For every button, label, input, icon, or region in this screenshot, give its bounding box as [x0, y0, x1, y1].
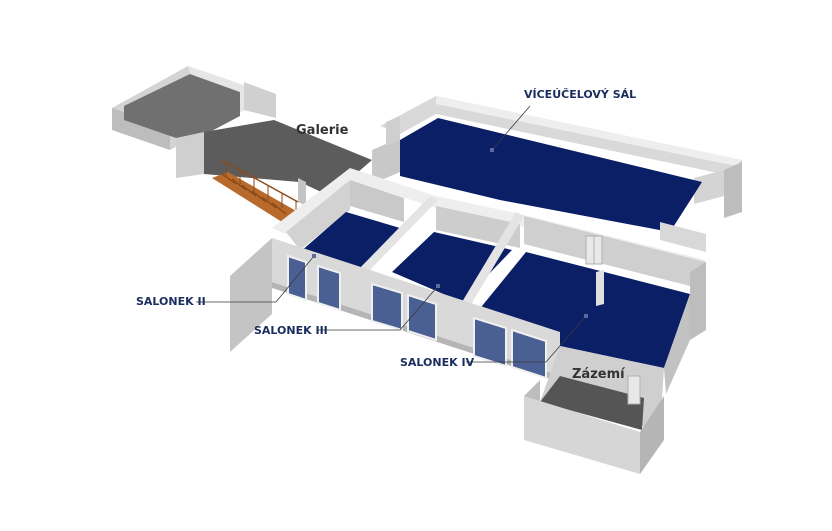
window-3: [371, 282, 403, 332]
viceucelovy-sal-floor[interactable]: [400, 118, 702, 232]
window-4: [407, 293, 437, 342]
main-hall-back-wall-top: [436, 96, 742, 166]
viceucelovy-sal-area: [372, 96, 742, 252]
galerie-wall-pillar: [176, 132, 204, 178]
main-hall-right-stub: [660, 222, 706, 252]
salonek2-back-wall: [350, 180, 404, 222]
salonek-divider-3-4: [462, 212, 524, 306]
galerie-corridor-floor: [204, 120, 372, 196]
marker-salonek2: [312, 254, 316, 258]
salonky-block: [230, 168, 706, 394]
label-galerie: Galerie: [296, 123, 349, 138]
salonek4-right-wall: [690, 262, 706, 340]
salonek-divider-2-3: [358, 196, 438, 274]
window-5: [473, 316, 507, 368]
room-labels: VÍCEÚČELOVÝ SÁL SALONEK II SALONEK III S…: [136, 88, 636, 382]
zazemi-area: [524, 346, 664, 474]
leader-line-salonek3: [318, 285, 439, 331]
marker-salonek3: [436, 284, 440, 288]
zazemi-right-wall: [640, 396, 664, 474]
staircase: [212, 159, 299, 222]
label-salonek-4[interactable]: SALONEK IV: [400, 356, 475, 369]
leader-lines: [196, 105, 588, 363]
main-hall-right-wall-inner: [694, 170, 724, 204]
leader-line-salonek4: [466, 315, 587, 363]
main-hall-back-wall: [380, 96, 742, 178]
main-hall-left-wall: [372, 138, 400, 184]
leader-line-salonek2: [196, 255, 315, 303]
salonek2-back-wall-left: [286, 180, 350, 250]
salonek4-floor[interactable]: [482, 252, 690, 368]
galerie-wall-top: [188, 66, 246, 112]
marker-viceucelovy: [490, 148, 494, 152]
galerie-area: [112, 66, 372, 222]
salonek4-pillar: [596, 270, 604, 306]
label-salonek-2[interactable]: SALONEK II: [136, 295, 206, 308]
zazemi-front-wall: [524, 396, 640, 474]
zazemi-floor: [540, 376, 644, 430]
salonek3-back-wall: [436, 206, 520, 248]
zazemi-door: [627, 375, 641, 405]
main-hall-left-post: [386, 116, 400, 146]
front-windows: [287, 254, 547, 380]
window-1: [287, 254, 307, 302]
galerie-wall-right: [298, 178, 306, 206]
label-zazemi: Zázemí: [572, 367, 626, 382]
label-viceucelovy-sal[interactable]: VÍCEÚČELOVÝ SÁL: [524, 88, 636, 101]
salonek4-right-wall-lower: [664, 294, 690, 394]
window-2: [317, 264, 341, 312]
leader-line-viceucelovy: [491, 105, 531, 151]
window-6: [511, 328, 547, 380]
salonky-left-wall: [230, 238, 272, 352]
salonek4-back-wall: [524, 216, 706, 290]
main-hall-right-wall: [724, 162, 742, 218]
label-salonek-3[interactable]: SALONEK III: [254, 324, 328, 337]
galerie-wall-corner: [244, 82, 276, 118]
salonek3-floor[interactable]: [392, 232, 512, 302]
marker-salonek4: [584, 314, 588, 318]
